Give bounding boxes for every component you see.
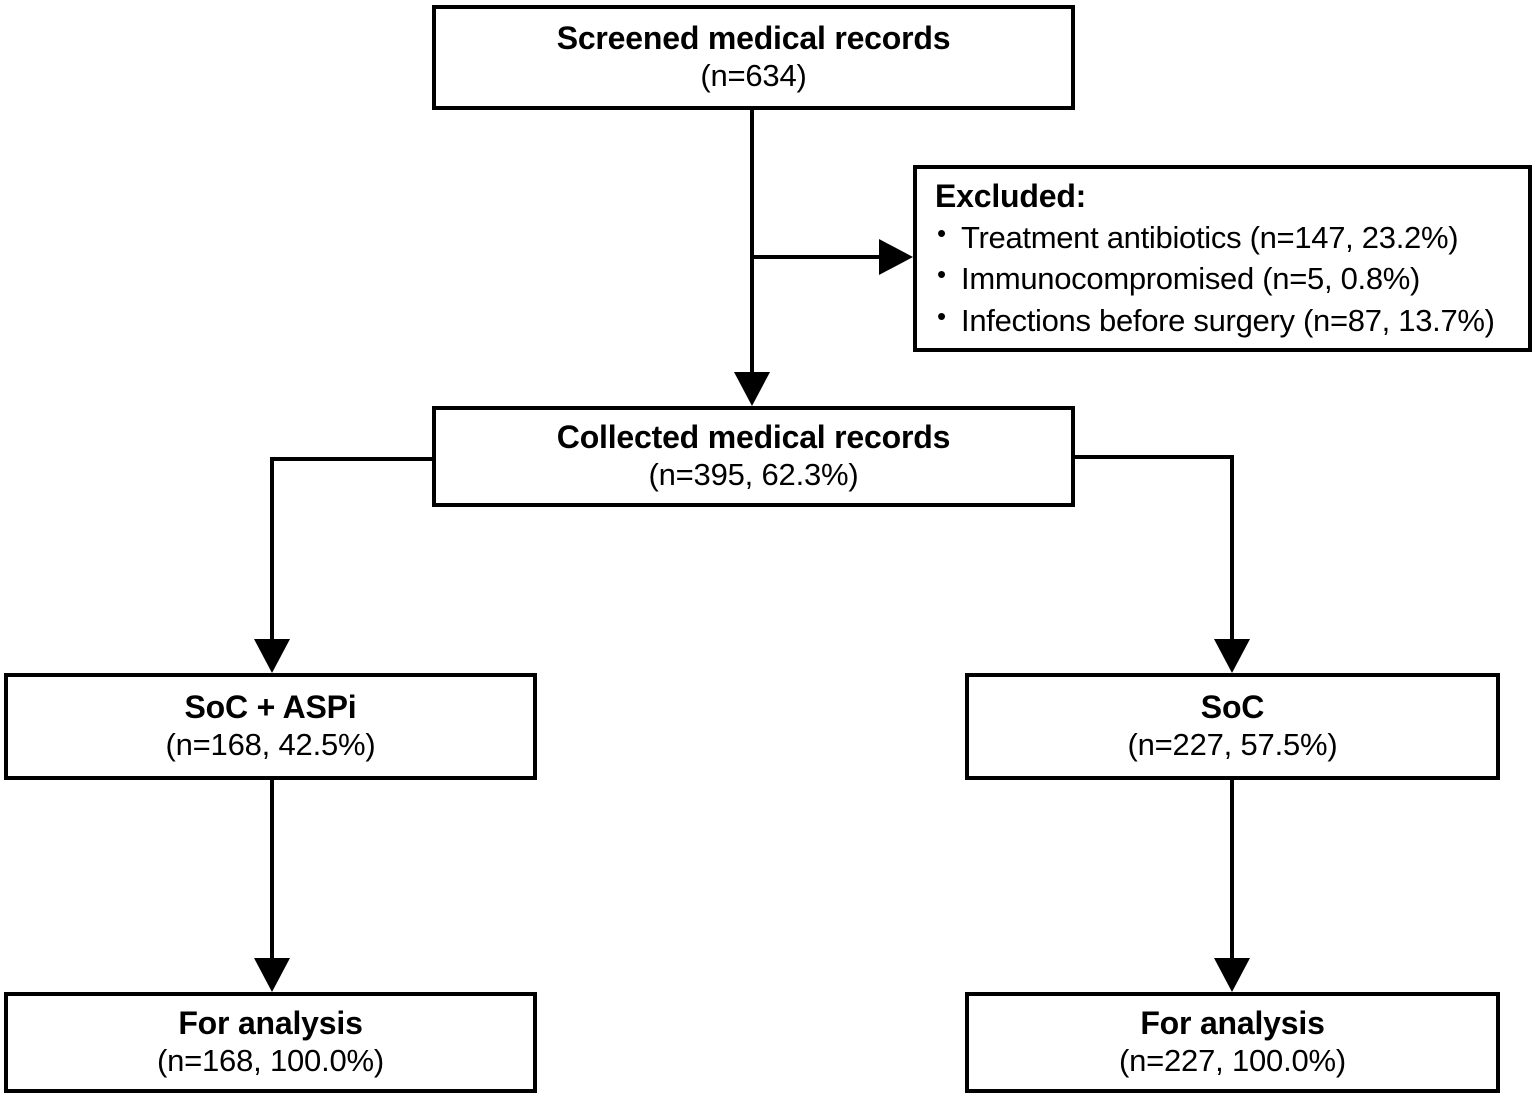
node-excluded: Excluded: Treatment antibiotics (n=147, … bbox=[913, 165, 1532, 352]
node-excluded-heading: Excluded: bbox=[935, 178, 1087, 215]
arrowhead-excluded bbox=[879, 239, 913, 275]
arrowhead-analysis-right bbox=[1214, 958, 1250, 992]
connector-collected-to-soc bbox=[1075, 455, 1234, 659]
arrowhead-soc bbox=[1214, 639, 1250, 673]
node-soc-aspi-count: (n=168, 42.5%) bbox=[165, 727, 376, 763]
list-item: Treatment antibiotics (n=147, 23.2%) bbox=[935, 216, 1495, 258]
node-soc-title: SoC bbox=[1200, 689, 1265, 726]
node-soc-aspi-title: SoC + ASPi bbox=[184, 689, 357, 726]
list-item: Infections before surgery (n=87, 13.7%) bbox=[935, 299, 1495, 341]
node-soc: SoC (n=227, 57.5%) bbox=[965, 673, 1500, 780]
connector-collected-to-soc-aspi bbox=[270, 457, 432, 659]
arrowhead-analysis-left bbox=[254, 958, 290, 992]
node-collected-medical-records: Collected medical records (n=395, 62.3%) bbox=[432, 406, 1075, 507]
node-for-analysis-left: For analysis (n=168, 100.0%) bbox=[4, 992, 537, 1093]
node-collected-count: (n=395, 62.3%) bbox=[648, 457, 859, 493]
list-item: Immunocompromised (n=5, 0.8%) bbox=[935, 257, 1495, 299]
node-analysis-right-title: For analysis bbox=[1140, 1005, 1325, 1042]
node-screened-medical-records: Screened medical records (n=634) bbox=[432, 5, 1075, 110]
node-collected-title: Collected medical records bbox=[556, 419, 951, 456]
node-screened-title: Screened medical records bbox=[556, 20, 951, 57]
node-analysis-left-count: (n=168, 100.0%) bbox=[156, 1043, 385, 1079]
node-screened-count: (n=634) bbox=[700, 58, 807, 94]
node-soc-count: (n=227, 57.5%) bbox=[1127, 727, 1338, 763]
node-for-analysis-right: For analysis (n=227, 100.0%) bbox=[965, 992, 1500, 1093]
node-excluded-list: Treatment antibiotics (n=147, 23.2%) Imm… bbox=[935, 216, 1495, 341]
node-analysis-left-title: For analysis bbox=[178, 1005, 363, 1042]
arrowhead-soc-aspi bbox=[254, 639, 290, 673]
arrowhead-collected bbox=[734, 372, 770, 406]
node-soc-plus-aspi: SoC + ASPi (n=168, 42.5%) bbox=[4, 673, 537, 780]
node-analysis-right-count: (n=227, 100.0%) bbox=[1118, 1043, 1347, 1079]
